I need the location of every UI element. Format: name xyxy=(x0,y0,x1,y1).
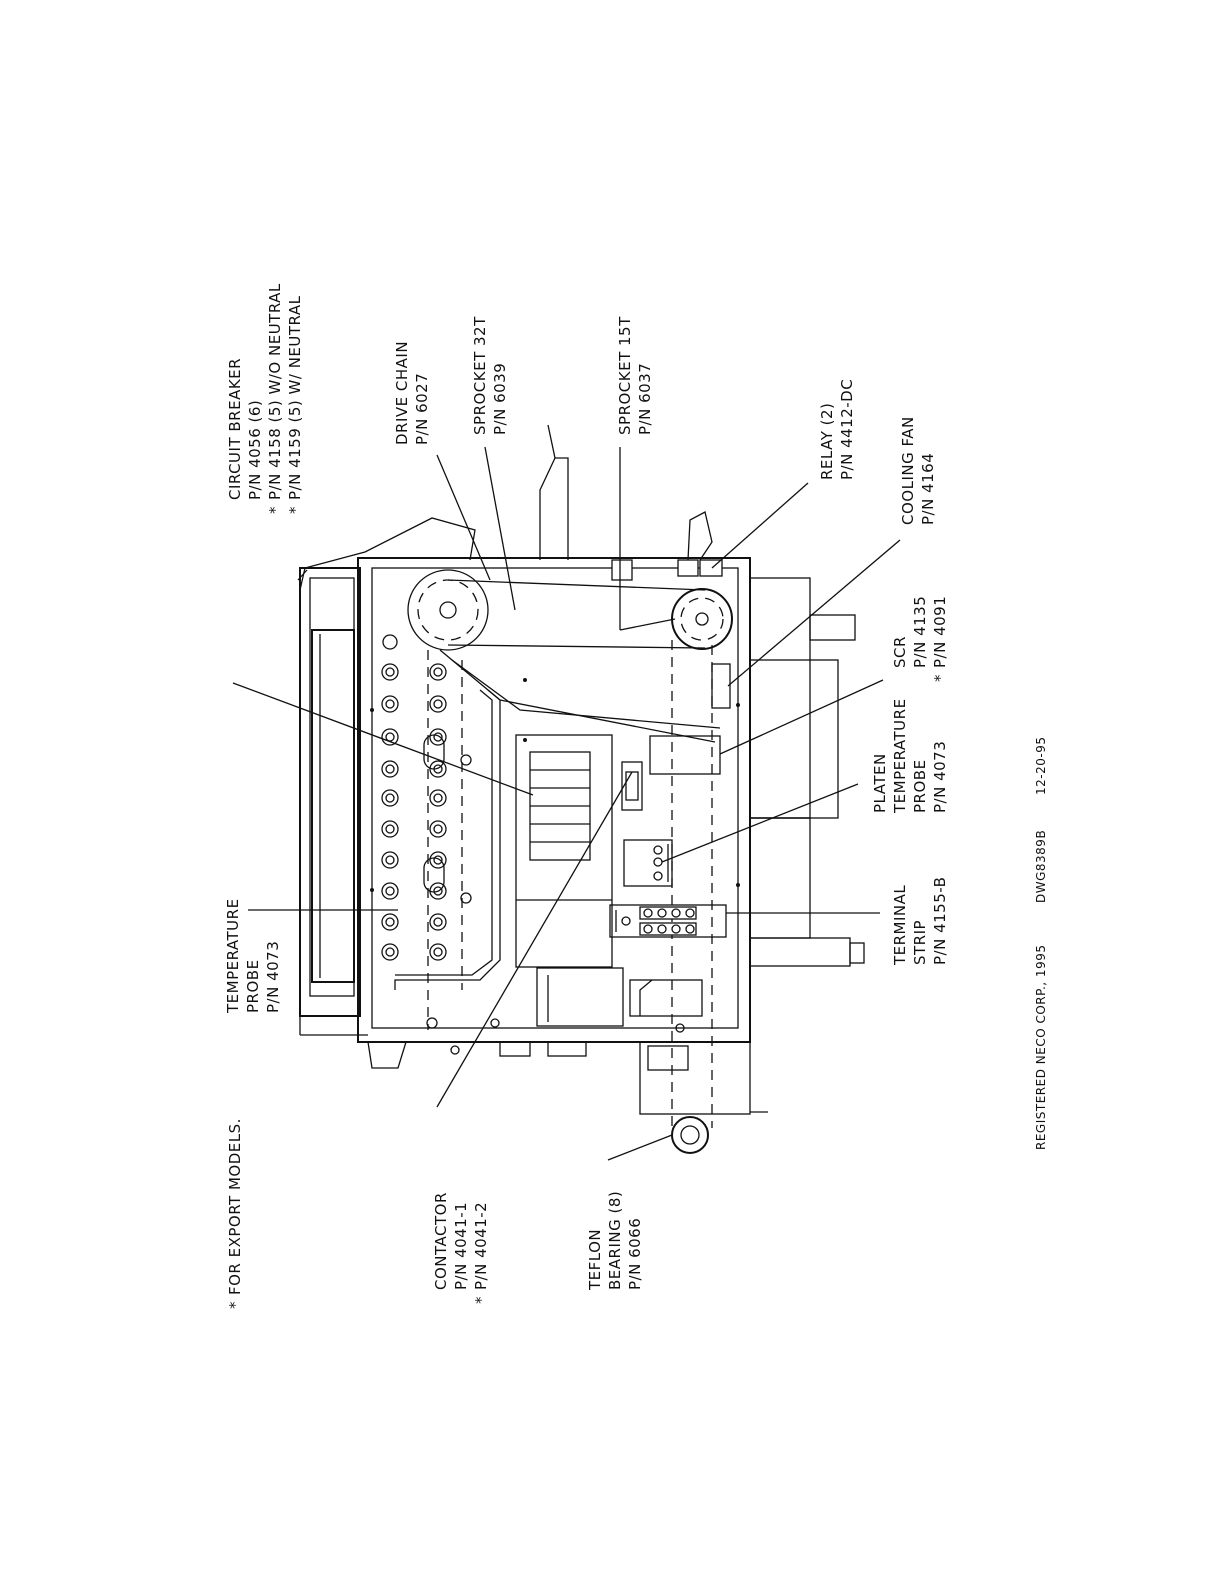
temperature-probe-pn: P/N 4073 xyxy=(264,941,282,1013)
sprocket-32t-drawing xyxy=(407,569,489,651)
scr-title: SCR xyxy=(891,636,909,668)
callout-sprocket-32t: SPROCKET 32T P/N 6039 xyxy=(471,316,509,435)
drawing-date: 12-20-95 xyxy=(1034,737,1048,795)
relay-pn: P/N 4412-DC xyxy=(838,379,856,480)
inner-enclosure xyxy=(371,567,739,1029)
sprocket-32t-pn: P/N 6039 xyxy=(491,363,509,435)
callout-cooling-fan: COOLING FAN P/N 4164 xyxy=(899,416,937,525)
contactor-pn-2: P/N 4041-2 xyxy=(472,1202,490,1290)
callout-scr: SCR P/N 4135 * P/N 4091 xyxy=(891,596,949,682)
scr-asterisk: * xyxy=(931,674,949,682)
main-enclosure xyxy=(357,557,751,1043)
drive-chain-loop xyxy=(439,579,721,743)
circuit-breaker-asterisk-2: * xyxy=(286,506,304,514)
heater-column-left xyxy=(381,634,399,961)
leader-lines xyxy=(232,446,901,1161)
circuit-breaker-asterisk-1: * xyxy=(266,506,284,514)
terminal-strip-line-2: STRIP xyxy=(911,920,929,965)
platen-probe-line-3: PROBE xyxy=(911,759,929,813)
sprocket-32t-title: SPROCKET 32T xyxy=(471,316,489,435)
circuit-breaker-pn-2: P/N 4158 (5) W/O NEUTRAL xyxy=(266,283,284,500)
scr-pn-1: P/N 4135 xyxy=(911,596,929,668)
teflon-bearing-qty: BEARING (8) xyxy=(606,1191,624,1290)
callout-temperature-probe: TEMPERATURE PROBE P/N 4073 xyxy=(224,898,282,1014)
contactor-title: CONTACTOR xyxy=(432,1192,450,1290)
sprocket-15t-drawing xyxy=(671,588,733,650)
chain-guards xyxy=(539,424,723,581)
heater-column-right xyxy=(423,663,500,1029)
drive-chain-title: DRIVE CHAIN xyxy=(393,341,411,445)
circuit-breaker-title: CIRCUIT BREAKER xyxy=(226,358,244,500)
cooling-fan-pn: P/N 4164 xyxy=(919,453,937,525)
callout-contactor: CONTACTOR P/N 4041-1 * P/N 4041-2 xyxy=(432,1192,490,1304)
contactor-block xyxy=(621,761,643,811)
platen-probe-pn: P/N 4073 xyxy=(931,741,949,813)
footer: REGISTERED NECO CORP., 1995 DWG8389B 12-… xyxy=(1034,737,1048,1150)
relay-title: RELAY (2) xyxy=(818,403,836,480)
callout-platen-probe: PLATEN TEMPERATURE PROBE P/N 4073 xyxy=(871,698,949,814)
platen-probe-line-2: TEMPERATURE xyxy=(891,698,909,814)
scr-block xyxy=(649,735,721,775)
callout-teflon-bearing: TEFLON BEARING (8) P/N 6066 xyxy=(586,1191,644,1291)
cooling-fan-block xyxy=(711,663,731,709)
teflon-bearing-drawing xyxy=(671,1116,709,1154)
export-note-text: FOR EXPORT MODELS. xyxy=(226,1118,244,1295)
scr-pn-2: P/N 4091 xyxy=(931,596,949,668)
export-note: * FOR EXPORT MODELS. xyxy=(226,1118,244,1309)
sprocket-15t-title: SPROCKET 15T xyxy=(616,316,634,435)
callout-drive-chain: DRIVE CHAIN P/N 6027 xyxy=(393,341,431,445)
sprocket-15t-pn: P/N 6037 xyxy=(636,363,654,435)
circuit-breaker-pn-1: P/N 4056 (6) xyxy=(246,400,264,500)
contactor-pn-1: P/N 4041-1 xyxy=(452,1202,470,1290)
teflon-bearing-title: TEFLON xyxy=(586,1229,604,1291)
terminal-strip-line-1: TERMINAL xyxy=(891,885,909,966)
machine-drawing xyxy=(297,424,865,1154)
temperature-probe-line-1: TEMPERATURE xyxy=(224,898,242,1014)
top-bracket xyxy=(297,517,476,591)
teflon-bearing-pn: P/N 6066 xyxy=(626,1218,644,1290)
terminal-strip-block xyxy=(609,904,727,938)
callout-circuit-breaker: CIRCUIT BREAKER P/N 4056 (6) * P/N 4158 … xyxy=(226,283,304,514)
circuit-breaker-pn-3: P/N 4159 (5) W/ NEUTRAL xyxy=(286,295,304,500)
contactor-asterisk: * xyxy=(472,1296,490,1304)
lower-blocks xyxy=(536,967,703,1027)
temperature-probe-line-2: PROBE xyxy=(244,959,262,1013)
platen-probe-block xyxy=(623,839,673,887)
callout-relay: RELAY (2) P/N 4412-DC xyxy=(818,379,856,480)
right-assemblies xyxy=(749,577,865,1113)
platen-probe-line-1: PLATEN xyxy=(871,753,889,813)
terminal-strip-pn: P/N 4155-B xyxy=(931,877,949,965)
drawing-number: DWG8389B xyxy=(1034,830,1048,903)
copyright-text: REGISTERED NECO CORP., 1995 xyxy=(1034,945,1048,1150)
callout-terminal-strip: TERMINAL STRIP P/N 4155-B xyxy=(891,877,949,966)
drive-chain-pn: P/N 6027 xyxy=(413,373,431,445)
platen-panel xyxy=(299,567,368,1036)
inner-dividers xyxy=(370,678,740,990)
bottom-hardware xyxy=(367,1023,751,1115)
circuit-breaker-block xyxy=(515,734,613,968)
export-note-asterisk: * xyxy=(226,1301,244,1309)
callout-sprocket-15t: SPROCKET 15T P/N 6037 xyxy=(616,316,654,435)
cooling-fan-title: COOLING FAN xyxy=(899,416,917,525)
